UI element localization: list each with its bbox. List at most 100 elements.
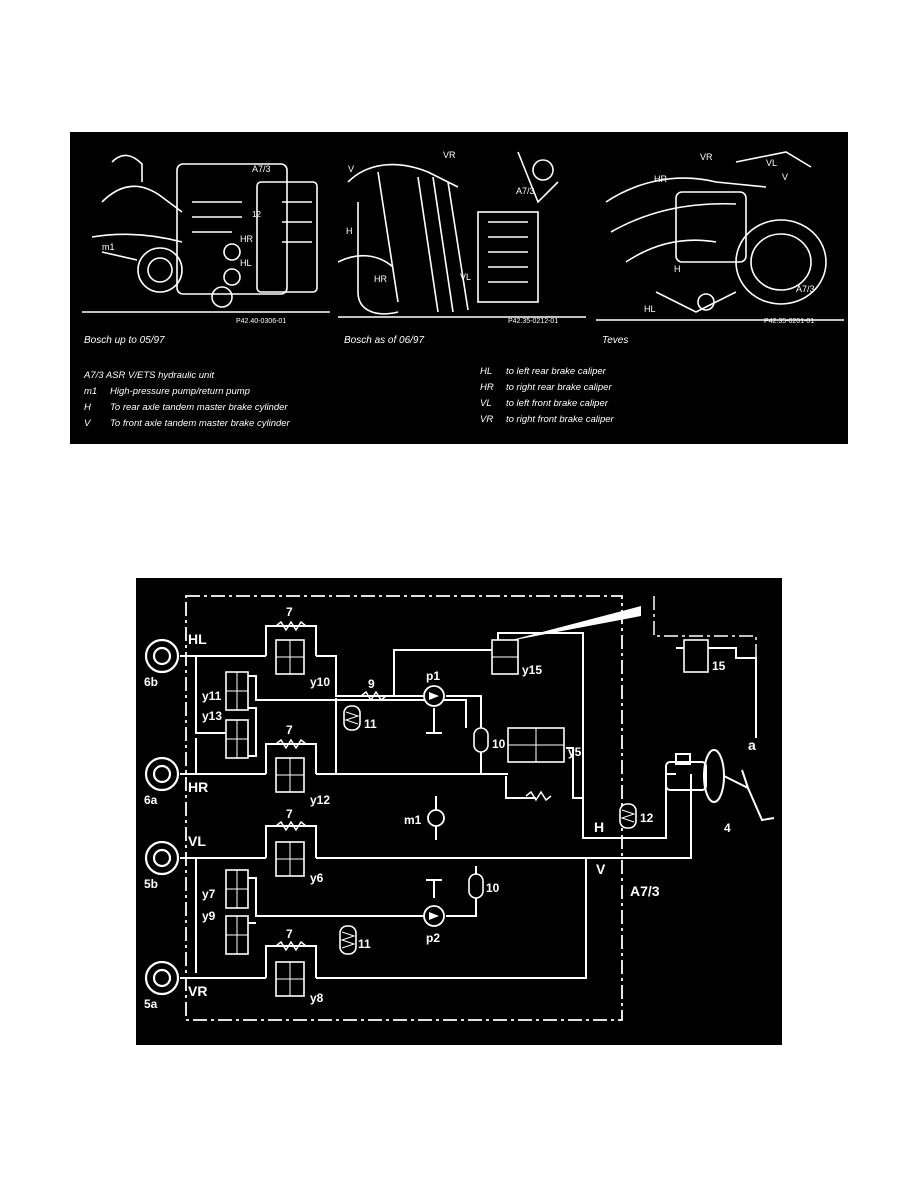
photo-2-callout-vr: VR	[443, 150, 456, 160]
legend-key: HR	[480, 382, 494, 393]
legend-key: VR	[480, 414, 494, 425]
photo-2-callout-v: V	[348, 164, 354, 174]
label-a73: A7/3	[630, 883, 660, 899]
label-vr: VR	[188, 983, 207, 999]
legend-h: H To rear axle tandem master brake cylind…	[84, 402, 288, 413]
label-y6: y6	[310, 871, 324, 885]
label-7-vr: 7	[286, 927, 293, 941]
photo-3-callout-h: H	[674, 264, 681, 274]
label-7-hr: 7	[286, 723, 293, 737]
photo-3-callout-vl: VL	[766, 158, 777, 168]
label-y12: y12	[310, 793, 330, 807]
label-p2: p2	[426, 931, 440, 945]
label-y13: y13	[202, 709, 222, 723]
photo-3-caption: Teves	[602, 335, 629, 346]
photo-1-illustration: A7/3 m1 12 HR HL	[82, 142, 330, 332]
label-y8: y8	[310, 991, 324, 1005]
label-12: 12	[640, 811, 654, 825]
chambers	[468, 727, 489, 899]
hydraulic-schematic: 6b 6a 5b 5a HL HR VL VR H V y10 y11 y13 …	[136, 578, 782, 1045]
legend-text: to right rear brake caliper	[506, 382, 612, 393]
label-vl: VL	[188, 833, 206, 849]
label-detail-a: a	[748, 737, 756, 753]
label-5b: 5b	[144, 877, 158, 891]
label-y5: y5	[568, 745, 582, 759]
legend-vl: VL to left front brake caliper	[480, 398, 608, 409]
photo-2-code: P42.35-0212-01	[508, 318, 559, 325]
legend-key: HL	[480, 366, 493, 377]
legend-v: V To front axle tandem master brake cylin…	[84, 418, 290, 429]
photo-3-callout-vr: VR	[700, 152, 713, 162]
photo-2-callout-h: H	[346, 226, 353, 236]
check-valves	[275, 620, 552, 952]
legend-key: m1	[84, 386, 98, 397]
label-hr: HR	[188, 779, 208, 795]
label-hl: HL	[188, 631, 207, 647]
legend-a73: A7/3 ASR V/ETS hydraulic unit	[84, 370, 214, 381]
photo-3-callout-hl: HL	[644, 304, 656, 314]
label-5a: 5a	[144, 997, 158, 1011]
photo-bosch-as-of-0697: V VR A7/3 H HR VL	[338, 142, 586, 332]
label-6b: 6b	[144, 675, 158, 689]
pumps	[423, 685, 445, 927]
label-m1: m1	[404, 813, 422, 827]
photo-3-callout-hr: HR	[654, 174, 667, 184]
legend-hl: HL to left rear brake caliper	[480, 366, 606, 377]
wheel-brakes	[144, 638, 180, 996]
label-y9: y9	[202, 909, 216, 923]
photo-2-illustration: V VR A7/3 H HR VL	[338, 142, 586, 332]
booster-assembly	[665, 749, 775, 822]
label-v: V	[596, 861, 606, 877]
legend-text: To rear axle tandem master brake cylinde…	[110, 402, 288, 413]
label-7-hl: 7	[286, 605, 293, 619]
label-6a: 6a	[144, 793, 158, 807]
photo-2-callout-vl: VL	[460, 272, 471, 282]
photo-1-code: P42.40-0306-01	[236, 318, 287, 325]
photo-2-callout-a73: A7/3	[516, 186, 535, 196]
label-10-top: 10	[492, 737, 506, 751]
legend-text: to right front brake caliper	[506, 414, 614, 425]
schematic-drawing: 6b 6a 5b 5a HL HR VL VR H V y10 y11 y13 …	[136, 578, 782, 1045]
legend-vr: VR to right front brake caliper	[480, 414, 614, 425]
label-11-top: 11	[364, 717, 377, 731]
unit-boundary	[185, 595, 623, 1021]
photo-bosch-up-to-0597: A7/3 m1 12 HR HL	[82, 142, 330, 332]
photo-1-callout-a73: A7/3	[252, 164, 271, 174]
label-h: H	[594, 819, 604, 835]
legend-key: A7/3	[84, 370, 104, 381]
label-p1: p1	[426, 669, 440, 683]
label-15: 15	[712, 659, 726, 673]
legend-m1: m1 High-pressure pump/return pump	[84, 386, 250, 397]
legend-text: ASR V/ETS hydraulic unit	[105, 370, 215, 381]
photo-3-callout-v: V	[782, 172, 788, 182]
photo-1-callout-12: 12	[252, 210, 261, 219]
photo-3-callout-a73: A7/3	[796, 284, 815, 294]
photo-3-illustration: HR VR VL V H HL A7/3	[596, 142, 844, 332]
photo-1-callout-m1: m1	[102, 242, 115, 252]
legend-text: To front axle tandem master brake cylind…	[110, 418, 290, 429]
label-9: 9	[368, 677, 375, 691]
legend-key: V	[84, 418, 91, 429]
label-10-bottom: 10	[486, 881, 500, 895]
label-7-vl: 7	[286, 807, 293, 821]
photo-1-callout-hr: HR	[240, 234, 253, 244]
photo-teves: HR VR VL V H HL A7/3	[596, 142, 844, 332]
legend-text: High-pressure pump/return pump	[110, 386, 250, 397]
label-y11: y11	[202, 689, 222, 703]
photo-2-caption: Bosch as of 06/97	[344, 335, 425, 346]
legend-text: to left rear brake caliper	[506, 366, 606, 377]
label-11-bottom: 11	[358, 937, 371, 951]
photo-1-caption: Bosch up to 05/97	[84, 335, 165, 346]
legend-key: H	[84, 402, 91, 413]
label-y10: y10	[310, 675, 330, 689]
legend-text: to left front brake caliper	[506, 398, 608, 409]
legend-hr: HR to right rear brake caliper	[480, 382, 612, 393]
legend-key: VL	[480, 398, 492, 409]
photo-1-callout-hl: HL	[240, 258, 252, 268]
label-y15: y15	[522, 663, 542, 677]
photo-3-code: P42.35-0201-01	[764, 318, 815, 325]
hydraulic-unit-photo-panel: A7/3 m1 12 HR HL P42.40-0306-01 Bosch up…	[70, 132, 848, 444]
photo-2-callout-hr: HR	[374, 274, 387, 284]
label-y7: y7	[202, 887, 216, 901]
label-4: 4	[724, 821, 731, 835]
